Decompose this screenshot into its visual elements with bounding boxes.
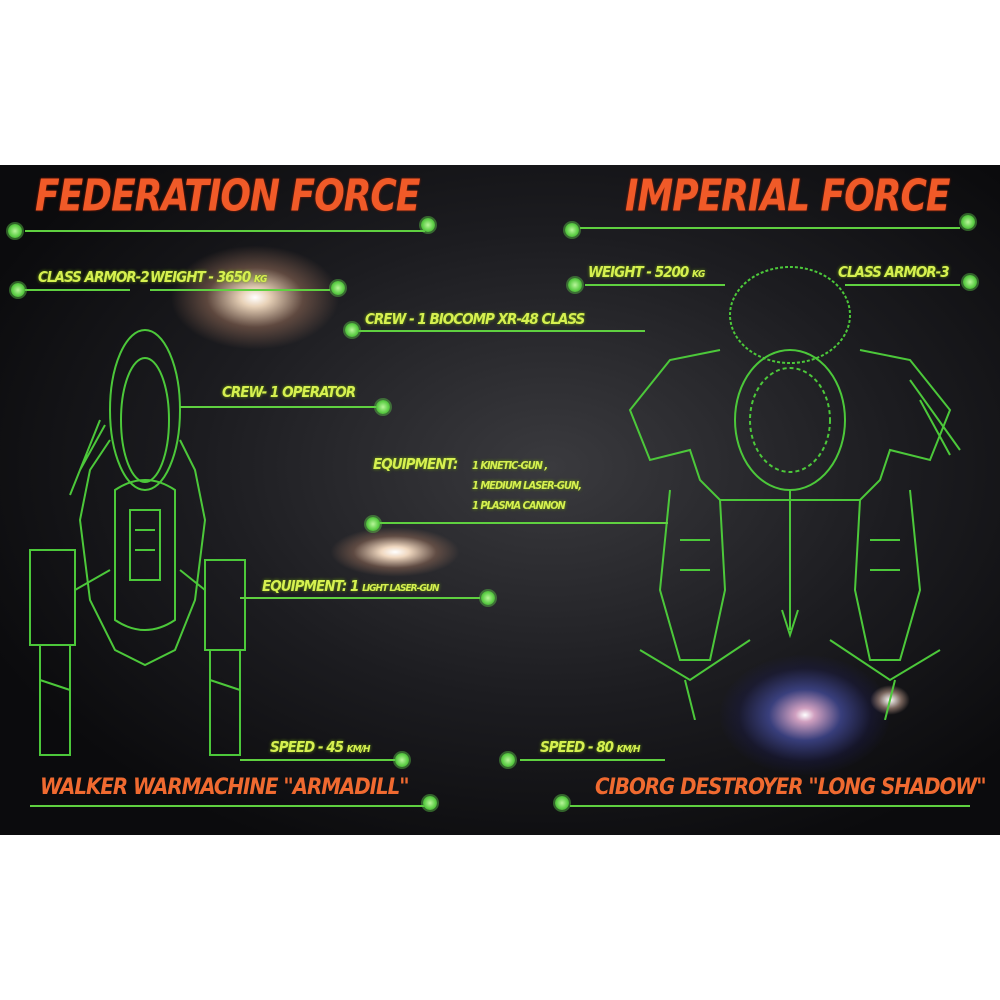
node-dot-icon: [331, 281, 345, 295]
imperial-equipment-item: 1 MEDIUM LASER-GUN,: [472, 479, 582, 492]
walker-armadill-blueprint: [29, 329, 246, 756]
node-dot-icon: [565, 223, 579, 237]
imperial-equipment-item: 1 PLASMA CANNON: [472, 499, 566, 512]
divider: [580, 227, 960, 229]
node-dot-icon: [555, 796, 569, 810]
imperial-class-armor: CLASS ARMOR-3: [838, 263, 950, 281]
card-panel: FEDERATION FORCE IMPERIAL FORCE CLASS AR…: [0, 165, 1000, 835]
weight-value: WEIGHT - 3650: [150, 268, 251, 286]
node-dot-icon: [961, 215, 975, 229]
node-dot-icon: [395, 753, 409, 767]
node-dot-icon: [423, 796, 437, 810]
imperial-equipment-label: EQUIPMENT:: [373, 455, 458, 473]
divider: [180, 406, 380, 408]
federation-speed: SPEED - 45 KM/H: [270, 738, 371, 756]
imperial-crew: CREW - 1 BIOCOMP XR-48 CLASS: [365, 310, 585, 328]
divider: [375, 522, 668, 524]
divider: [585, 284, 725, 286]
federation-class-armor: CLASS ARMOR-2: [38, 268, 150, 286]
federation-equipment: EQUIPMENT: 1 LIGHT LASER-GUN: [262, 577, 440, 595]
equipment-label: EQUIPMENT: 1: [262, 577, 359, 595]
galaxy-spiral: [720, 655, 890, 775]
node-dot-icon: [421, 218, 435, 232]
weight-unit: KG: [691, 269, 705, 280]
federation-title: FEDERATION FORCE: [35, 170, 420, 222]
speed-unit: KM/H: [346, 744, 371, 755]
divider: [240, 597, 480, 599]
node-dot-icon: [345, 323, 359, 337]
ciborg-long-shadow-blueprint: [628, 266, 961, 720]
divider: [520, 759, 665, 761]
node-dot-icon: [8, 224, 22, 238]
node-dot-icon: [963, 275, 977, 289]
imperial-speed: SPEED - 80 KM/H: [540, 738, 641, 756]
weight-value: WEIGHT - 5200: [588, 263, 689, 281]
divider: [25, 230, 425, 232]
divider: [240, 759, 395, 761]
imperial-equipment-item: 1 KINETIC-GUN ,: [472, 459, 548, 472]
federation-weight: WEIGHT - 3650 KG: [150, 268, 267, 286]
node-dot-icon: [568, 278, 582, 292]
equipment-item: LIGHT LASER-GUN: [362, 583, 439, 594]
speed-value: SPEED - 80: [540, 738, 614, 756]
federation-unit-name: WALKER WARMACHINE "ARMADILL": [40, 775, 410, 800]
speed-value: SPEED - 45: [270, 738, 344, 756]
imperial-title: IMPERIAL FORCE: [625, 170, 950, 222]
divider: [845, 284, 960, 286]
divider: [25, 289, 130, 291]
divider: [150, 289, 330, 291]
divider: [30, 805, 425, 807]
speed-unit: KM/H: [616, 744, 641, 755]
imperial-unit-name: CIBORG DESTROYER "LONG SHADOW": [595, 775, 987, 800]
node-dot-icon: [376, 400, 390, 414]
node-dot-icon: [366, 517, 380, 531]
divider: [355, 330, 645, 332]
galaxy-middle: [330, 527, 460, 577]
weight-unit: KG: [253, 274, 267, 285]
federation-crew: CREW- 1 OPERATOR: [222, 383, 356, 401]
node-dot-icon: [501, 753, 515, 767]
divider: [570, 805, 970, 807]
galaxy-top: [170, 245, 340, 350]
node-dot-icon: [11, 283, 25, 297]
imperial-weight: WEIGHT - 5200 KG: [588, 263, 705, 281]
node-dot-icon: [481, 591, 495, 605]
